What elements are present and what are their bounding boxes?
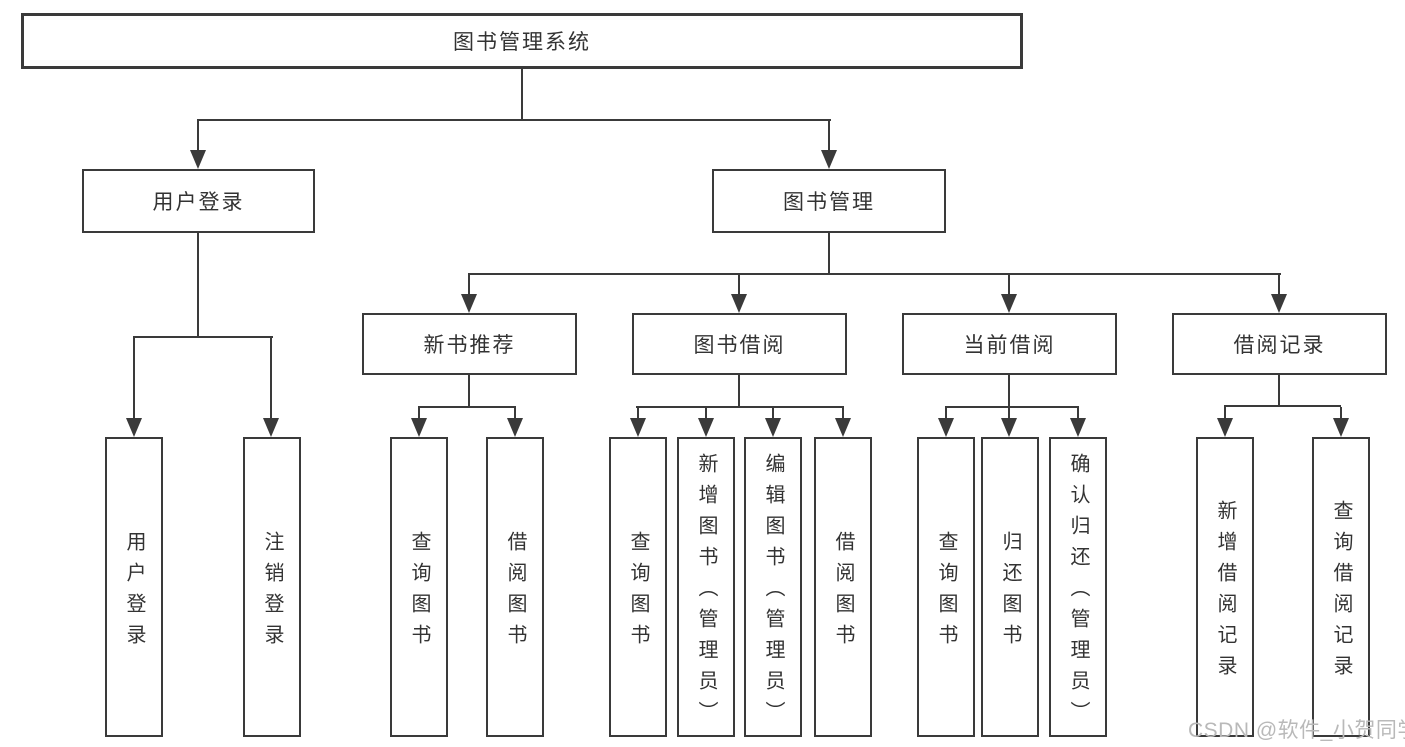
leaf-cb-return-books: 归还图书 <box>981 437 1039 737</box>
arrow-down-icon <box>821 121 837 169</box>
node-current-borrowing: 当前借阅 <box>902 313 1117 375</box>
leaf-bb-add-books-admin-label: 新增图书（管理员） <box>695 453 717 732</box>
connector-horizontal <box>468 273 1281 275</box>
arrow-down-icon <box>1070 408 1086 437</box>
leaf-br-query-record: 查询借阅记录 <box>1312 437 1370 737</box>
leaf-bb-borrow-books-label: 借阅图书 <box>832 530 854 655</box>
arrow-down-icon <box>835 408 851 437</box>
arrow-down-icon <box>731 275 747 313</box>
arrow-down-icon <box>461 275 477 313</box>
leaf-bb-borrow-books: 借阅图书 <box>814 437 872 737</box>
node-current-borrowing-label: 当前借阅 <box>963 334 1056 357</box>
arrow-down-icon <box>263 338 279 437</box>
leaf-br-query-record-label: 查询借阅记录 <box>1330 499 1352 686</box>
connector-vertical <box>738 374 740 408</box>
node-book-borrowing: 图书借阅 <box>632 313 847 375</box>
node-user-login: 用户登录 <box>82 169 315 233</box>
leaf-user-login: 用户登录 <box>105 437 163 737</box>
connector-vertical <box>1278 374 1280 407</box>
arrow-down-icon <box>1001 408 1017 437</box>
arrow-down-icon <box>698 408 714 437</box>
node-user-login-label: 用户登录 <box>152 191 245 214</box>
leaf-nbr-query-books-label: 查询图书 <box>408 530 430 655</box>
arrow-down-icon <box>507 408 523 437</box>
node-borrowing-records-label: 借阅记录 <box>1233 334 1326 357</box>
node-borrowing-records: 借阅记录 <box>1172 313 1387 375</box>
node-new-book-recommend-label: 新书推荐 <box>423 334 516 357</box>
leaf-user-login-label: 用户登录 <box>123 530 145 655</box>
arrow-down-icon <box>1001 275 1017 313</box>
csdn-watermark: CSDN @软件_小贺同学 <box>1188 719 1405 742</box>
arrow-down-icon <box>1271 275 1287 313</box>
connector-horizontal <box>197 119 831 121</box>
connector-horizontal <box>636 406 844 408</box>
leaf-bb-query-books-label: 查询图书 <box>627 530 649 655</box>
connector-horizontal <box>133 336 273 338</box>
connector-horizontal <box>1224 405 1341 407</box>
node-book-management: 图书管理 <box>712 169 946 233</box>
leaf-bb-edit-books-admin-label: 编辑图书（管理员） <box>762 453 784 732</box>
leaf-logout-label: 注销登录 <box>261 530 283 655</box>
node-new-book-recommend: 新书推荐 <box>362 313 577 375</box>
leaf-nbr-borrow-books-label: 借阅图书 <box>504 530 526 655</box>
leaf-cb-confirm-return-admin: 确认归还（管理员） <box>1049 437 1107 737</box>
connector-vertical <box>468 374 470 408</box>
connector-vertical <box>828 232 830 275</box>
arrow-down-icon <box>938 408 954 437</box>
connector-vertical <box>521 68 523 121</box>
leaf-nbr-borrow-books: 借阅图书 <box>486 437 544 737</box>
leaf-cb-query-books: 查询图书 <box>917 437 975 737</box>
node-book-borrowing-label: 图书借阅 <box>693 334 786 357</box>
arrow-down-icon <box>1333 407 1349 437</box>
connector-vertical <box>197 232 199 338</box>
leaf-nbr-query-books: 查询图书 <box>390 437 448 737</box>
arrow-down-icon <box>765 408 781 437</box>
connector-vertical <box>1008 374 1010 408</box>
arrow-down-icon <box>411 408 427 437</box>
leaf-cb-query-books-label: 查询图书 <box>935 530 957 655</box>
leaf-cb-return-books-label: 归还图书 <box>999 530 1021 655</box>
arrow-down-icon <box>190 121 206 169</box>
leaf-br-add-record-label: 新增借阅记录 <box>1214 499 1236 686</box>
node-root-label: 图书管理系统 <box>453 31 591 54</box>
leaf-logout: 注销登录 <box>243 437 301 737</box>
arrow-down-icon <box>1217 407 1233 437</box>
connector-horizontal <box>945 406 1079 408</box>
connector-horizontal <box>418 406 516 408</box>
node-book-management-label: 图书管理 <box>783 191 875 214</box>
arrow-down-icon <box>630 408 646 437</box>
leaf-bb-add-books-admin: 新增图书（管理员） <box>677 437 735 737</box>
node-library-management-system: 图书管理系统 <box>21 13 1023 69</box>
leaf-bb-query-books: 查询图书 <box>609 437 667 737</box>
arrow-down-icon <box>126 338 142 437</box>
leaf-bb-edit-books-admin: 编辑图书（管理员） <box>744 437 802 737</box>
leaf-cb-confirm-return-admin-label: 确认归还（管理员） <box>1067 453 1089 732</box>
leaf-br-add-record: 新增借阅记录 <box>1196 437 1254 737</box>
